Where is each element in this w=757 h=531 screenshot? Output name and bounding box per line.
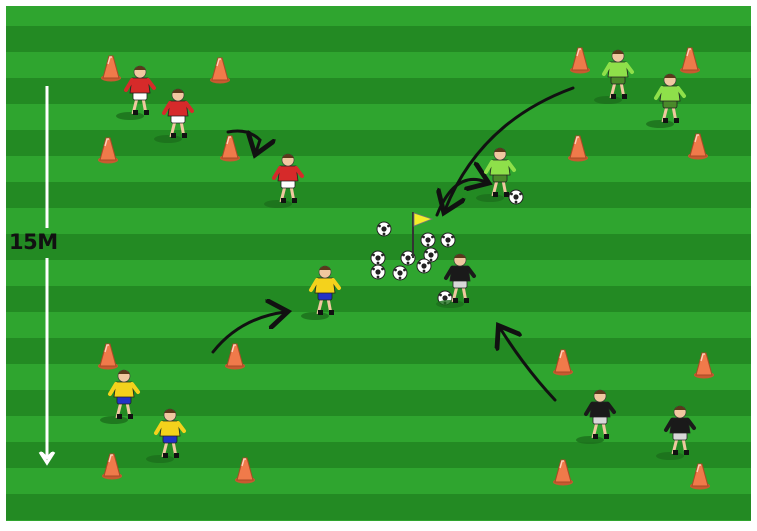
ball: [371, 251, 385, 265]
ball: [377, 222, 391, 236]
pitch-stripe: [0, 26, 757, 52]
pitch-stripe: [0, 78, 757, 104]
pitch-stripe: [0, 312, 757, 338]
ball: [421, 233, 435, 247]
ball: [417, 259, 431, 273]
ball: [509, 190, 523, 204]
pitch-stripe: [0, 390, 757, 416]
pitch-stripe: [0, 104, 757, 130]
pitch-stripe: [0, 182, 757, 208]
pitch-stripe: [0, 494, 757, 520]
distance-label: 15M: [9, 230, 58, 254]
pitch-stripe: [0, 286, 757, 312]
ball: [371, 265, 385, 279]
ball: [441, 233, 455, 247]
ball: [393, 266, 407, 280]
